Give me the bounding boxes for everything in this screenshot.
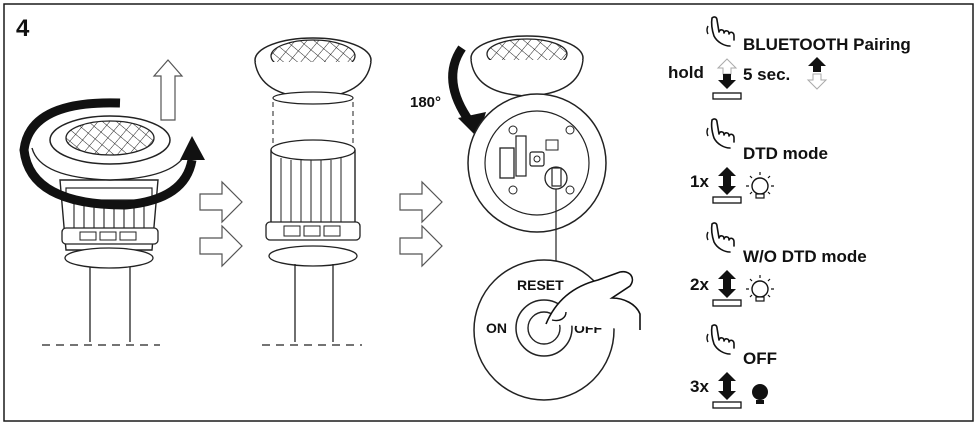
button-bar xyxy=(712,299,742,307)
mode-prefix: 3x xyxy=(690,377,709,396)
mode-title: OFF xyxy=(743,349,777,368)
arrow-up-icon xyxy=(808,57,826,72)
mode-dtd: DTD mode 1x xyxy=(690,118,828,204)
hand-press-icon xyxy=(706,222,735,253)
hand-press-icon xyxy=(706,16,735,47)
reset-label: RESET xyxy=(517,277,564,293)
hand-press-icon xyxy=(706,118,735,149)
frame-border xyxy=(3,3,974,422)
arrow-down-icon xyxy=(718,283,736,298)
lamp-icon xyxy=(745,171,775,199)
button-bar xyxy=(712,196,742,204)
angle-label: 180° xyxy=(410,94,441,111)
rotate-arrow-icon xyxy=(19,98,197,210)
mode-bluetooth: BLUETOOTH Pairing hold 5 sec. xyxy=(668,16,911,100)
arrow-down-icon xyxy=(718,74,736,89)
hand-press-icon xyxy=(706,324,735,355)
mode-list: BLUETOOTH Pairing hold 5 sec. DTD mode 1… xyxy=(668,16,911,409)
button-bar xyxy=(712,401,742,409)
mode-off: OFF 3x xyxy=(690,324,777,409)
arrow-up-icon xyxy=(718,167,736,182)
arrow-up-icon xyxy=(718,270,736,285)
step-number: 4 xyxy=(16,15,30,42)
mode-title: BLUETOOTH Pairing xyxy=(743,35,911,54)
panel-head-removed xyxy=(254,37,372,346)
mode-prefix: 1x xyxy=(690,172,709,191)
button-bar xyxy=(712,92,742,100)
arrow-up-icon xyxy=(717,58,737,75)
up-arrow-outline-icon xyxy=(152,59,184,121)
mode-prefix: 2x xyxy=(690,275,709,294)
mode-title: DTD mode xyxy=(743,144,828,163)
hand-press-icon xyxy=(545,270,641,330)
arrow-down-icon xyxy=(807,73,827,90)
mode-prefix: hold xyxy=(668,63,704,82)
panel-remove-head xyxy=(19,59,205,346)
arrow-down-icon xyxy=(718,385,736,400)
panel-flip-head: 180° RESET ON OFF xyxy=(410,35,641,401)
on-label: ON xyxy=(486,320,507,336)
mode-duration: 5 sec. xyxy=(743,65,790,84)
arrow-up-icon xyxy=(718,372,736,387)
mode-wo-dtd: W/O DTD mode 2x xyxy=(690,222,867,307)
lamp-icon xyxy=(752,384,768,404)
arrow-down-icon xyxy=(718,180,736,195)
lamp-icon xyxy=(745,274,775,302)
mode-title: W/O DTD mode xyxy=(743,247,867,266)
